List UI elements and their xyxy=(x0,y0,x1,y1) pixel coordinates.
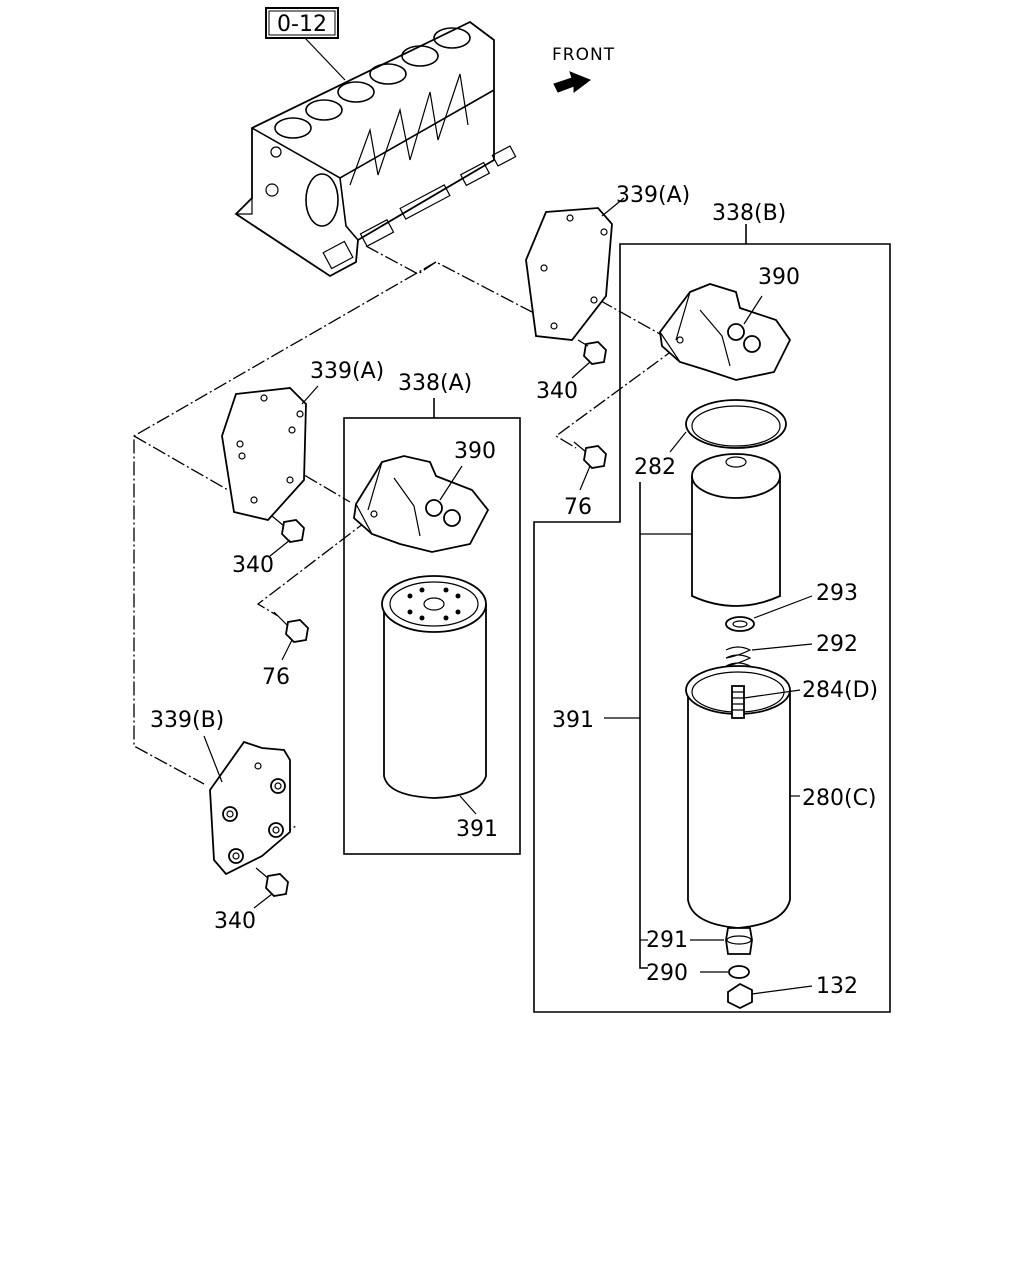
bracket-a-right-label: 339(A) xyxy=(616,183,690,208)
assembly-b-label: 338(B) xyxy=(712,201,786,226)
bolt-76-left[interactable]: 76 xyxy=(262,611,309,690)
plug-132-label: 132 xyxy=(816,974,858,999)
assembly-a-box: 338(A) xyxy=(343,371,521,855)
bolt-340-bottom-label: 340 xyxy=(214,909,256,934)
bolt-76-left-label: 76 xyxy=(262,665,290,690)
bolt-340-left-label: 340 xyxy=(232,553,274,578)
filter-head-right[interactable]: 390 xyxy=(659,265,800,381)
bolt-76-right[interactable]: 76 xyxy=(564,441,607,520)
filter-head-right-label: 390 xyxy=(758,265,800,290)
spring-292-label: 292 xyxy=(816,632,858,657)
washer-293-label: 293 xyxy=(816,581,858,606)
bracket-a-left[interactable]: 339(A) xyxy=(221,359,384,521)
bracket-a-left-label: 339(A) xyxy=(310,359,384,384)
washer-293[interactable]: 293 xyxy=(725,581,858,632)
connection-lines xyxy=(133,245,677,861)
bolt-340-left[interactable]: 340 xyxy=(232,515,305,578)
part-291-label: 291 xyxy=(646,928,688,953)
bolt-76-right-label: 76 xyxy=(564,495,592,520)
bolt-340-bottom[interactable]: 340 xyxy=(214,867,289,934)
filter-case-280[interactable]: 280(C) xyxy=(685,665,877,929)
front-arrow-icon xyxy=(553,71,592,93)
bracket-a-right[interactable]: 339(A) xyxy=(525,183,690,341)
engine-block xyxy=(234,20,517,278)
filter-head-left[interactable]: 390 xyxy=(353,439,496,553)
bolt-340-right-label: 340 xyxy=(536,379,578,404)
assembly-b-box: 338(B) xyxy=(533,201,891,1013)
element-391-left-label: 391 xyxy=(456,817,498,842)
front-indicator: FRONT xyxy=(552,45,615,93)
bracket-b-label: 339(B) xyxy=(150,708,224,733)
reference-label: 0-12 xyxy=(277,12,327,37)
bolt-340-right[interactable]: 340 xyxy=(536,339,607,404)
plug-132[interactable]: 132 xyxy=(727,974,858,1010)
inner-element-right xyxy=(640,453,781,607)
case-280-label: 280(C) xyxy=(802,786,877,811)
element-391-left[interactable]: 391 xyxy=(381,575,498,842)
reference-box[interactable]: 0-12 xyxy=(265,7,346,81)
stud-284[interactable]: 284(D) xyxy=(731,678,878,719)
assembly-a-label: 338(A) xyxy=(398,371,472,396)
filter-head-left-label: 390 xyxy=(454,439,496,464)
bracket-b[interactable]: 339(B) xyxy=(150,708,291,876)
front-label: FRONT xyxy=(552,45,615,65)
part-290-label: 290 xyxy=(646,961,688,986)
bracket-391-right: 391 xyxy=(552,482,648,969)
stud-284-label: 284(D) xyxy=(802,678,878,703)
element-391-right-label: 391 xyxy=(552,708,594,733)
gasket-282-label: 282 xyxy=(634,455,676,480)
part-290[interactable]: 290 xyxy=(646,961,750,986)
part-291[interactable]: 291 xyxy=(646,927,753,955)
gasket-282[interactable]: 282 xyxy=(634,399,787,480)
